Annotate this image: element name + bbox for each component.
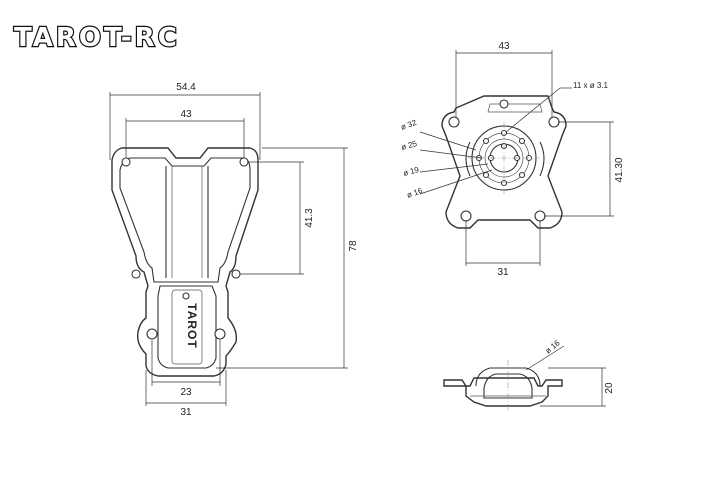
bracket-hole-low-right bbox=[214, 328, 226, 340]
bracket-hole-low-left bbox=[146, 328, 158, 340]
bracket-hole-mid-left bbox=[131, 269, 141, 279]
plate-hole-bl bbox=[460, 210, 472, 222]
bracket-emboss-plate bbox=[171, 289, 203, 365]
dim-d32: ø 32 bbox=[400, 118, 419, 132]
dim-plate-top-width: 43 bbox=[498, 41, 510, 52]
left-bracket-view: TAROT 54.4 43 41.3 78 23 bbox=[109, 82, 359, 418]
brand-logo: TAROT-RC bbox=[14, 23, 180, 53]
bracket-clamp-block bbox=[157, 285, 217, 369]
profile-outline bbox=[443, 377, 563, 407]
dim-bottom-width: 31 bbox=[180, 407, 192, 418]
bracket-hole-top-left bbox=[121, 157, 131, 167]
dim-height-holes: 41.3 bbox=[304, 208, 315, 228]
bracket-hole-mid-right bbox=[231, 269, 241, 279]
side-profile-view: ø 16 20 bbox=[443, 338, 615, 412]
plate-hole-br bbox=[534, 210, 546, 222]
bracket-emboss-text: TAROT bbox=[185, 303, 199, 348]
dim-plate-height: 41.30 bbox=[614, 157, 625, 182]
dim-profile-height: 20 bbox=[604, 382, 615, 394]
dim-d19: ø 19 bbox=[402, 165, 420, 178]
dim-holes-note: 11 x ø 3.1 bbox=[573, 81, 609, 90]
dim-d16: ø 16 bbox=[406, 186, 425, 200]
plate-hole-tr bbox=[548, 116, 560, 128]
dim-overall-width: 54.4 bbox=[176, 82, 196, 93]
bracket-hole-clamp bbox=[182, 292, 190, 300]
dim-d25: ø 25 bbox=[400, 139, 418, 152]
dim-top-holes: 43 bbox=[180, 109, 192, 120]
dim-total-height: 78 bbox=[348, 240, 359, 252]
plate-hole-top bbox=[499, 99, 509, 109]
plate-top-tab bbox=[487, 103, 543, 113]
dim-inner-width: 23 bbox=[180, 387, 192, 398]
bracket-outline bbox=[111, 147, 259, 377]
top-plate-view: 43 11 x ø 3.1 ø 32 ø 25 ø 19 ø 16 41.30 … bbox=[400, 41, 625, 278]
plate-hole-tl bbox=[448, 116, 460, 128]
plate-slot-right bbox=[539, 141, 545, 177]
profile-ring-inner bbox=[483, 373, 533, 399]
plate-slot-left bbox=[465, 141, 471, 177]
dim-plate-bottom-width: 31 bbox=[497, 267, 509, 278]
bracket-hole-top-right bbox=[239, 157, 249, 167]
plate-outline bbox=[441, 95, 567, 229]
